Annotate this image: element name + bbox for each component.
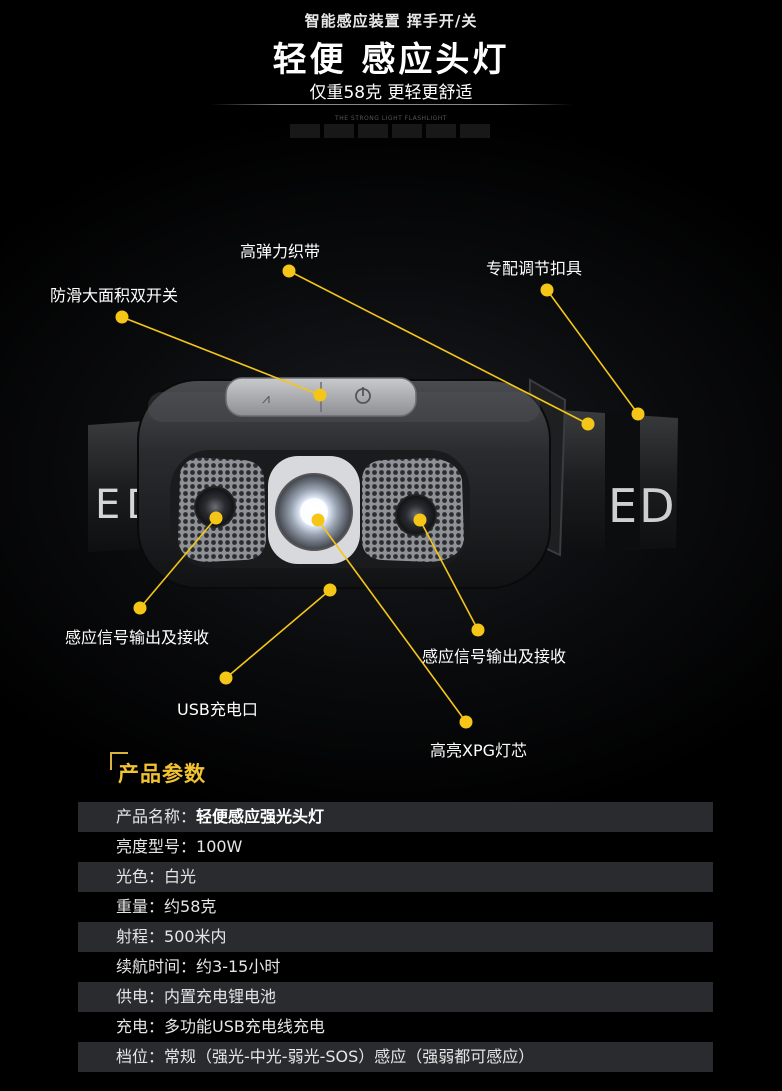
spec-key: 重量： [116,897,165,916]
spec-key: 档位： [116,1047,165,1066]
header-tagline: 仅重58克 更轻更舒适 [309,83,473,103]
spec-value: 约58克 [164,897,217,916]
strap-print-right: ED [608,479,677,533]
spec-key: 射程： [116,927,165,946]
spec-key: 光色： [116,867,165,886]
callout-sensor-right: 感应信号输出及接收 [422,647,567,666]
spec-key: 供电： [116,987,165,1006]
spec-title-bracket [110,752,128,770]
spec-row: 产品名称：轻便感应强光头灯 [78,802,713,832]
header-divider [210,104,572,105]
callout-switch: 防滑大面积双开关 [50,286,179,305]
spec-value: 轻便感应强光头灯 [196,807,325,826]
header-title: 轻便 感应头灯 [272,40,510,80]
sensor-wave-icon: ⩘ [262,391,270,407]
spec-row: 供电：内置充电锂电池 [78,982,713,1012]
spec-key: 亮度型号： [116,837,197,856]
spec-row: 射程：500米内 [78,922,713,952]
spec-value: 100W [196,837,243,856]
spec-title: 产品参数 [118,762,206,786]
spec-value: 约3-15小时 [196,957,281,976]
spec-value: 多功能USB充电线充电 [164,1017,325,1036]
header-fine-print-decoration [290,124,492,138]
spec-row: 重量：约58克 [78,892,713,922]
spec-row: 光色：白光 [78,862,713,892]
callout-band: 高弹力织带 [240,242,321,261]
callout-xpg: 高亮XPG灯芯 [430,741,528,760]
spec-row: 亮度型号：100W [78,832,713,862]
header-small-caption: THE STRONG LIGHT FLASHLIGHT [335,115,447,122]
spec-row: 充电：多功能USB充电线充电 [78,1012,713,1042]
spec-value: 内置充电锂电池 [164,987,277,1006]
spec-key: 充电： [116,1017,165,1036]
callout-usb: USB充电口 [177,700,258,719]
callout-dots [115,264,645,729]
spec-value: 常规（强光-中光-弱光-SOS）感应（强弱都可感应） [164,1047,535,1066]
spec-key: 续航时间： [116,957,197,976]
callout-lines [121,270,639,723]
spec-value: 500米内 [164,927,227,946]
header-subtitle: 智能感应装置 挥手开/关 [304,12,478,30]
spec-row: 档位：常规（强光-中光-弱光-SOS）感应（强弱都可感应） [78,1042,713,1072]
spec-key: 产品名称： [116,807,197,826]
callout-sensor-left: 感应信号输出及接收 [65,628,210,647]
spec-row: 续航时间：约3-15小时 [78,952,713,982]
spec-value: 白光 [164,867,197,886]
callout-buckle: 专配调节扣具 [486,259,583,278]
spec-table: 产品名称：轻便感应强光头灯 亮度型号：100W 光色：白光 重量：约58克 射程… [78,802,713,1072]
left-sensor [194,486,236,528]
